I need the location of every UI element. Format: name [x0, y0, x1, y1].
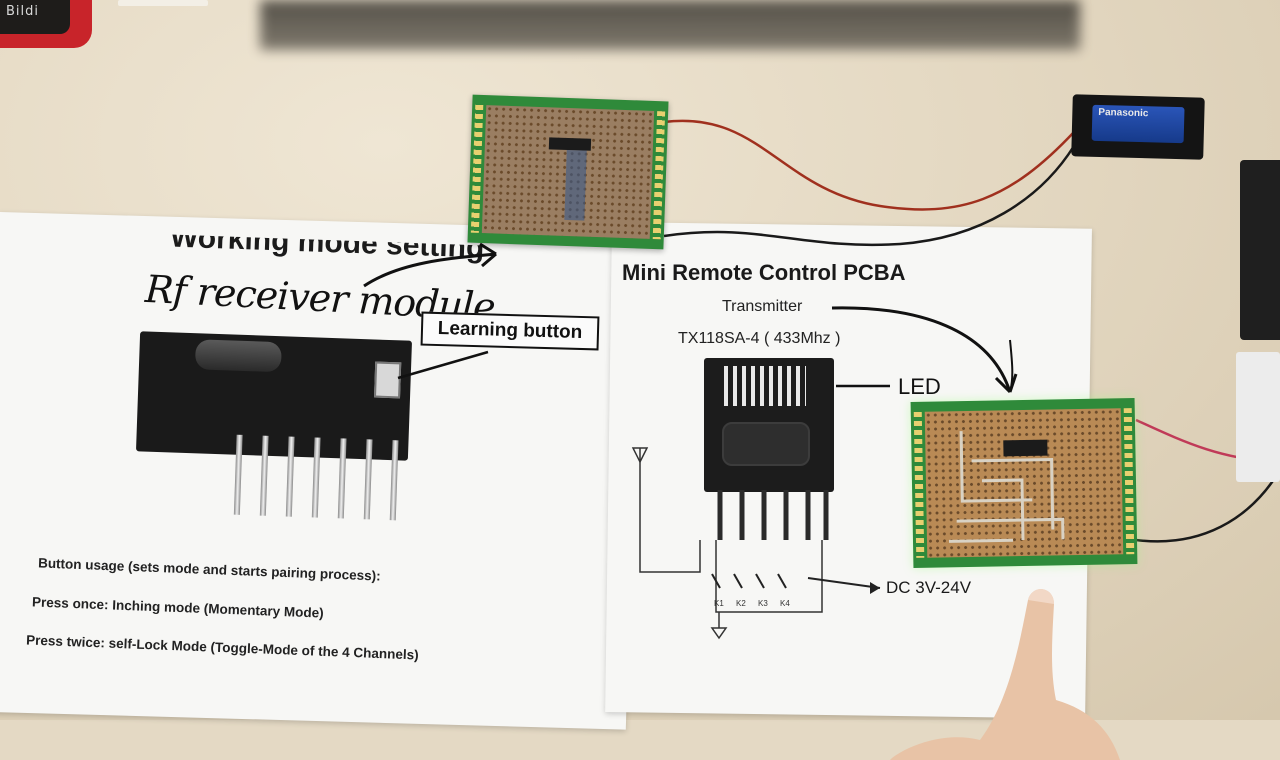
pcb-board-receiver [467, 94, 669, 250]
led-label: LED [898, 374, 941, 399]
pointing-hand [890, 589, 1120, 760]
overhead-shadow [260, 0, 1080, 50]
pcba-title: Mini Remote Control PCBA [622, 260, 906, 285]
battery-holder: Panasonic [1071, 94, 1205, 160]
top-card [118, 0, 208, 6]
corner-label: Bildi [0, 0, 70, 34]
wiring-and-schematic: K1 K2 K3 K4 [363, 119, 1280, 640]
transmitter-label: Transmitter [722, 298, 803, 315]
transmitter-crystal [722, 422, 810, 466]
mounted-module [548, 137, 592, 151]
pcb-board-transmitter [910, 398, 1138, 568]
power-label: DC 3V-24V [886, 578, 972, 597]
transmitter-module [704, 358, 834, 492]
switch-label-k3: K3 [758, 599, 768, 608]
switch-label-k2: K2 [736, 599, 746, 608]
battery-label: Panasonic [1091, 104, 1185, 144]
solder-traces [948, 431, 1065, 543]
transmitter-chip [724, 366, 806, 406]
corner-object: Bildi [0, 0, 92, 48]
switch-label-k4: K4 [780, 599, 790, 608]
black-device [1240, 160, 1280, 340]
transmitter-model: TX118SA-4 ( 433Mhz ) [678, 330, 841, 347]
switch-label-k1: K1 [714, 599, 724, 608]
white-breadboard [1236, 352, 1280, 482]
solder-traces [564, 149, 587, 221]
